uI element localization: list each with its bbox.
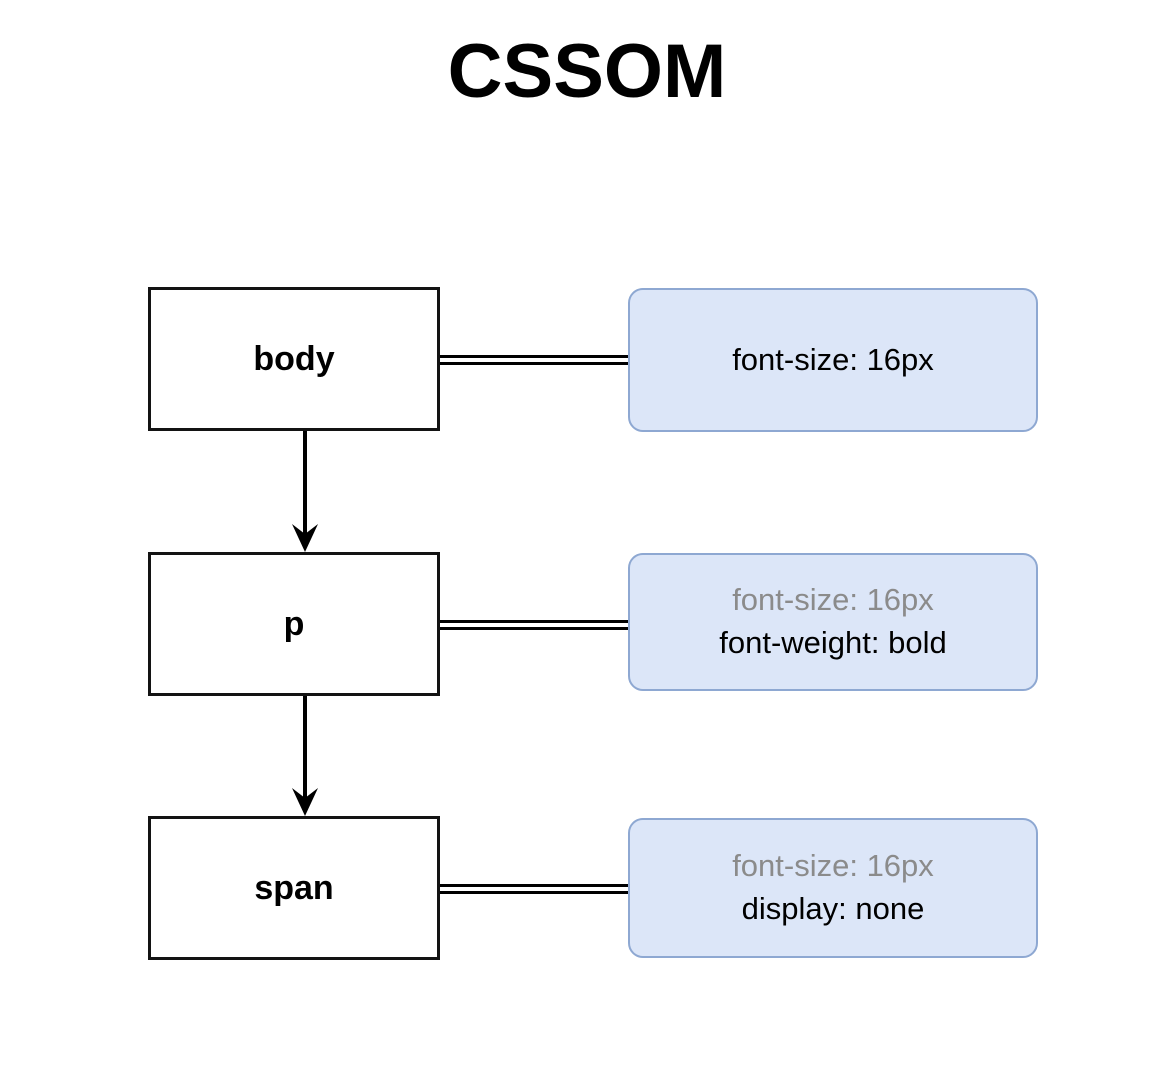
arrow-p-to-span	[290, 696, 320, 816]
page-title: CSSOM	[447, 29, 727, 114]
connector-p-to-style	[440, 620, 628, 630]
declaration-font-size-inherited: font-size: 16px	[732, 582, 934, 618]
declaration-display: display: none	[741, 891, 925, 926]
declaration-font-weight: font-weight: bold	[719, 625, 947, 660]
node-span: span	[148, 816, 440, 960]
connector-body-to-style	[440, 355, 628, 365]
node-p: p	[148, 552, 440, 696]
node-label-p: p	[283, 605, 305, 643]
connector-span-to-style	[440, 884, 628, 894]
style-callout-span: font-size: 16px display: none	[628, 818, 1038, 958]
declaration-font-size: font-size: 16px	[732, 341, 934, 377]
style-callout-p: font-size: 16px font-weight: bold	[628, 553, 1038, 691]
declaration-font-size-inherited: font-size: 16px	[732, 848, 934, 884]
arrow-body-to-p	[290, 431, 320, 552]
node-label-span: span	[254, 869, 334, 907]
node-label-body: body	[253, 340, 335, 378]
style-callout-body: font-size: 16px	[628, 288, 1038, 432]
node-body: body	[148, 287, 440, 431]
